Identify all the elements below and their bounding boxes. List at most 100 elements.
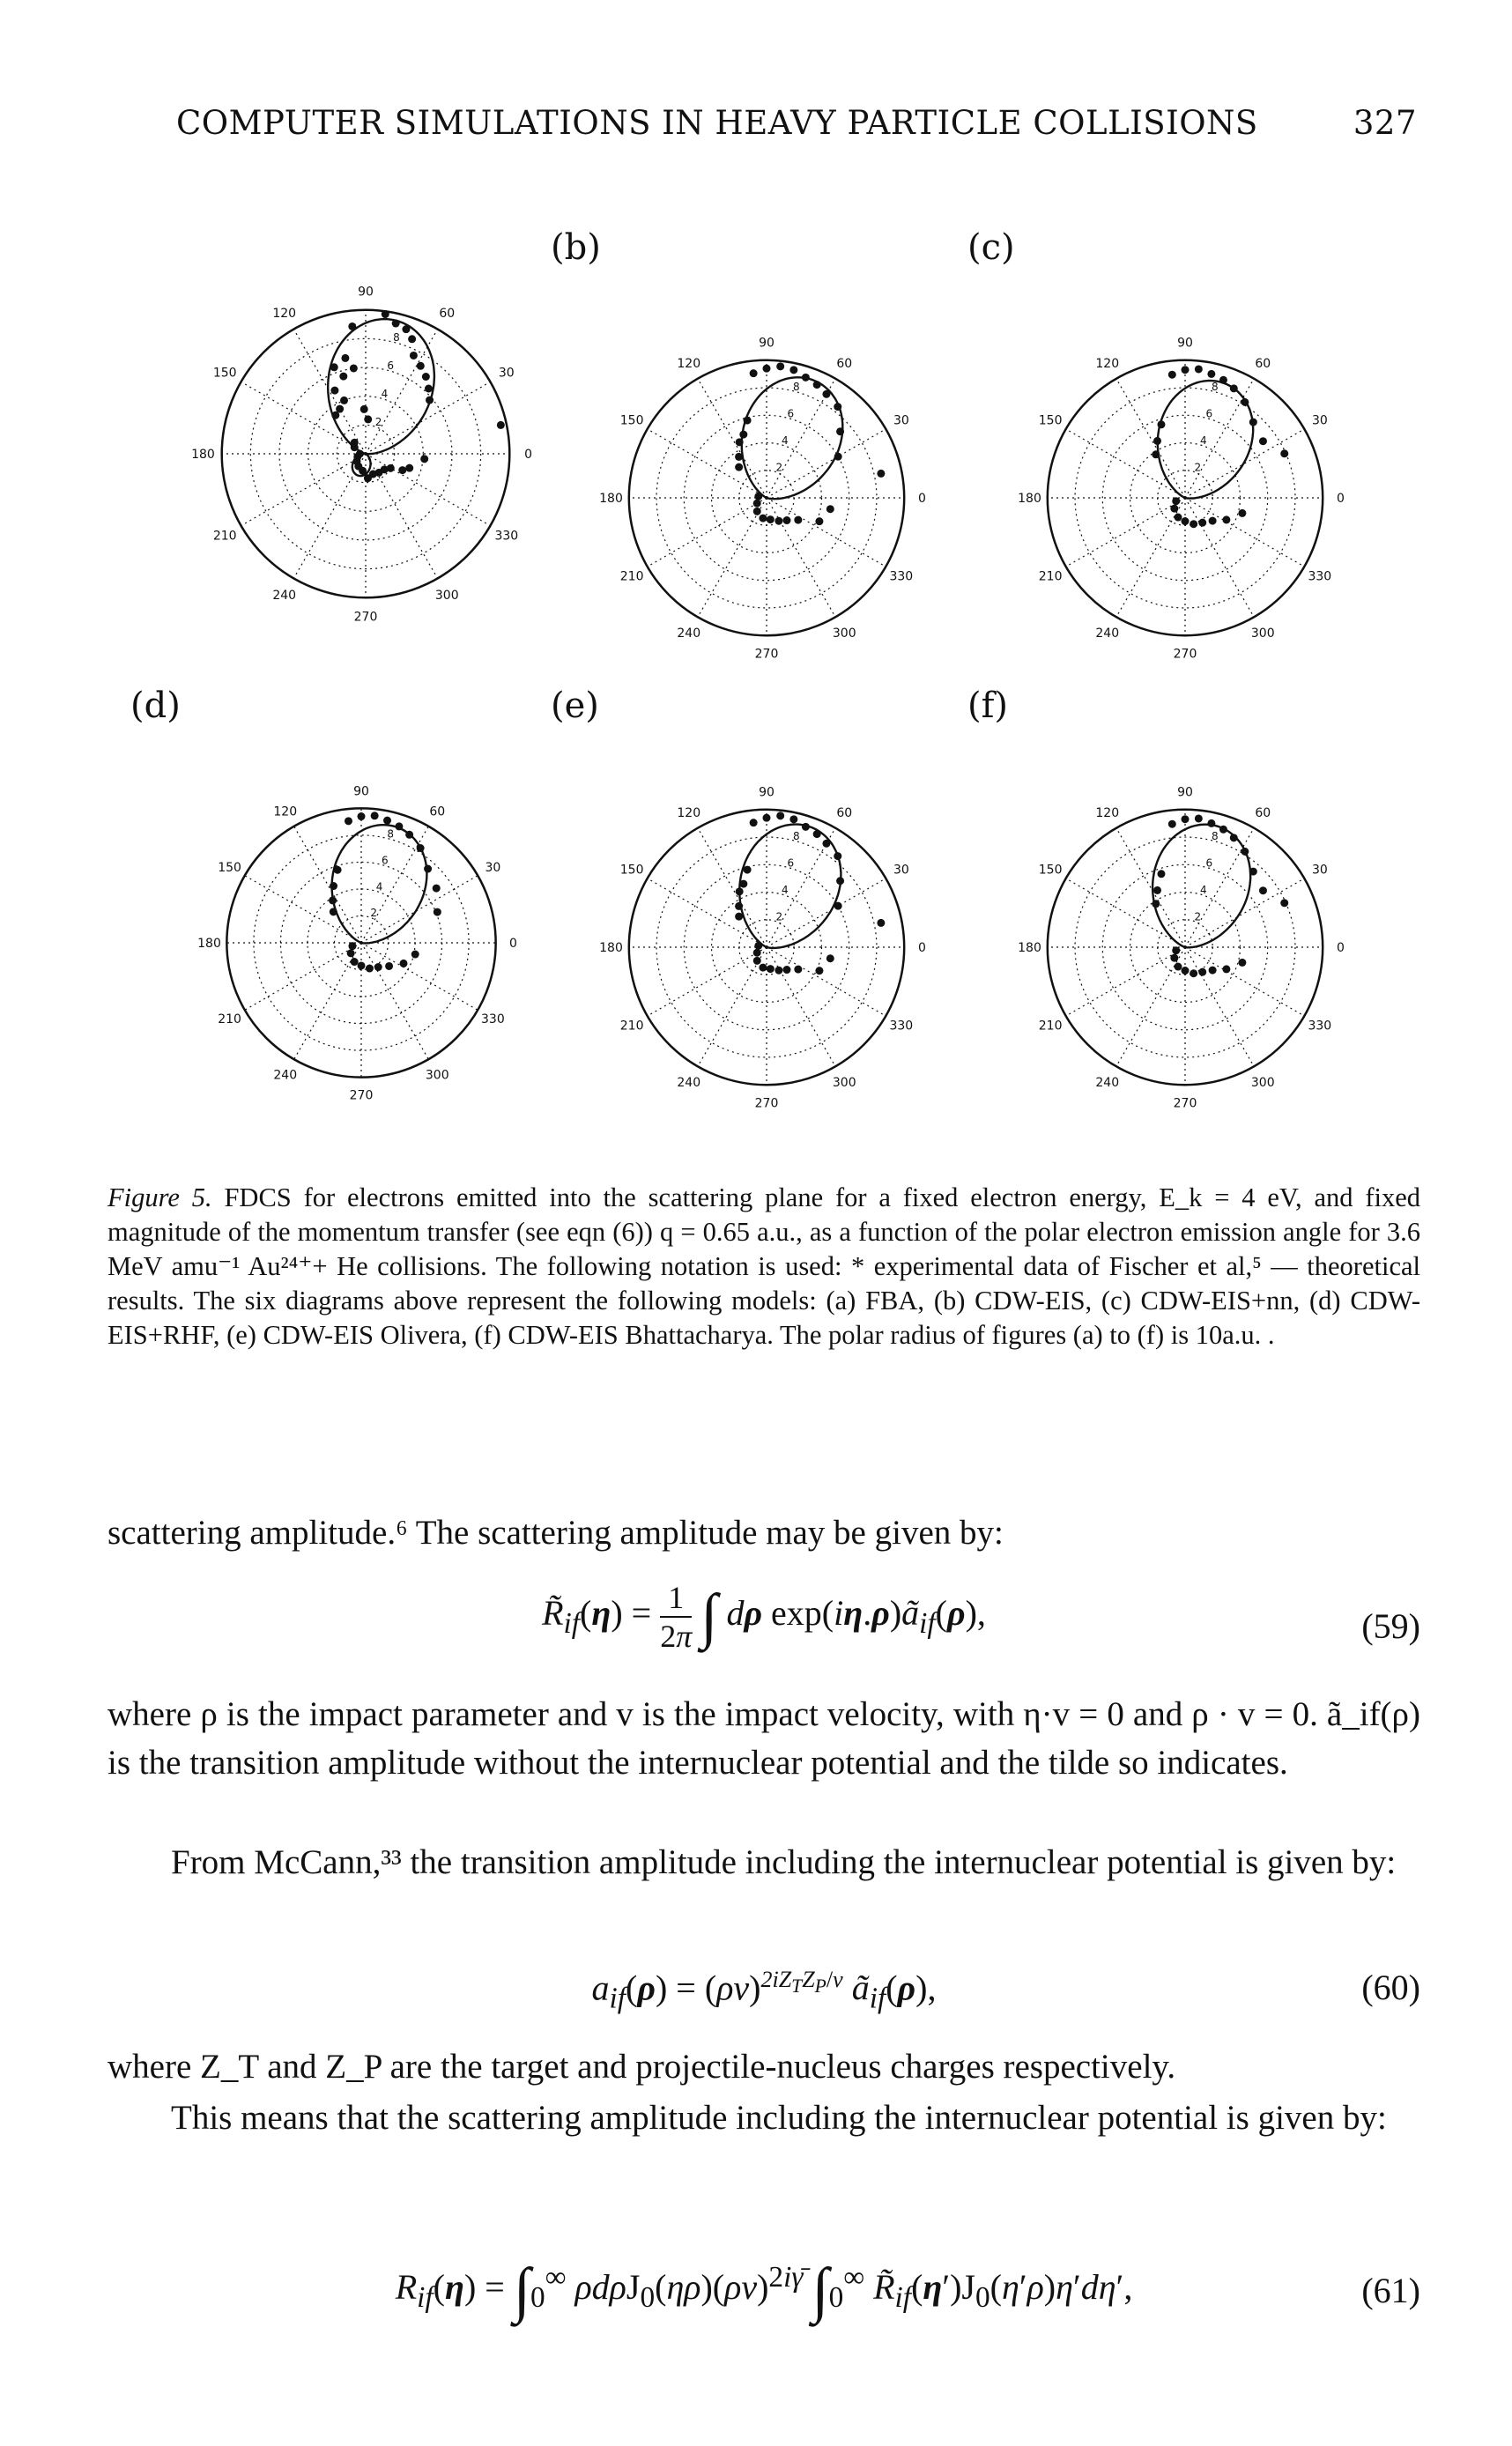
data-point (775, 966, 783, 975)
data-point (370, 812, 379, 820)
angle-tick-label: 270 (1174, 1097, 1197, 1111)
angle-tick-label: 0 (509, 937, 517, 951)
angle-tick-label: 240 (272, 589, 296, 603)
radial-tick-label: 2 (775, 461, 782, 473)
radial-tick-label: 6 (387, 359, 394, 372)
paragraph-4: where Z_T and Z_P are the target and pro… (107, 2048, 1176, 2086)
angle-tick-label: 240 (677, 626, 700, 641)
polar-spoke (647, 946, 767, 1017)
data-point (782, 966, 791, 975)
polar-spoke (1115, 946, 1186, 1067)
polar-spoke (1184, 378, 1255, 499)
data-point (834, 403, 842, 411)
data-point (383, 816, 392, 825)
data-point (836, 877, 845, 886)
theory-curve (327, 317, 436, 456)
data-point (336, 404, 345, 413)
data-point (363, 474, 372, 483)
angle-tick-label: 240 (677, 1076, 700, 1090)
angle-tick-label: 150 (218, 861, 241, 875)
polar-spoke (360, 942, 478, 1011)
data-point (1280, 449, 1289, 458)
paragraph-3: From McCann,³³ the transition amplitude … (171, 1843, 1397, 1881)
data-point (1219, 825, 1227, 834)
data-point (1238, 958, 1247, 967)
data-point (826, 954, 834, 963)
angle-tick-label: 0 (1337, 492, 1345, 506)
data-point (822, 389, 831, 398)
angle-tick-label: 210 (213, 529, 237, 543)
data-point (1152, 450, 1160, 459)
data-point (834, 901, 842, 910)
data-point (754, 492, 763, 500)
data-point (374, 963, 382, 972)
caption-label: Figure 5. (107, 1182, 212, 1212)
polar-spoke (360, 942, 429, 1060)
polar-ring (336, 424, 396, 484)
polar-spoke (766, 378, 836, 499)
polar-spoke (697, 497, 767, 618)
polar-spoke (647, 878, 767, 948)
angle-tick-label: 0 (1337, 941, 1345, 955)
radial-tick-label: 4 (782, 884, 789, 896)
angle-tick-label: 120 (677, 357, 700, 371)
data-point (826, 505, 834, 514)
angle-tick-label: 210 (620, 569, 644, 583)
data-point (405, 463, 414, 472)
angle-tick-label: 330 (481, 1012, 505, 1027)
radial-tick-label: 2 (775, 910, 782, 923)
equation-60-number: (60) (1361, 1968, 1420, 2007)
data-point (752, 948, 761, 957)
data-point (348, 322, 357, 330)
angle-tick-label: 60 (836, 806, 852, 820)
data-point (357, 812, 366, 821)
data-point (776, 362, 785, 371)
angle-tick-label: 210 (620, 1019, 644, 1033)
polar-spoke (697, 946, 767, 1067)
polar-spoke (1065, 946, 1186, 1017)
polar-spoke (766, 878, 886, 948)
angle-tick-label: 150 (620, 864, 644, 878)
data-point (743, 865, 752, 874)
panel-label-d: (d) (130, 686, 181, 726)
data-point (735, 901, 744, 910)
data-point (1167, 370, 1176, 379)
radial-tick-label: 8 (1212, 381, 1219, 393)
data-point (1229, 384, 1238, 393)
angle-tick-label: 300 (833, 1076, 856, 1090)
data-point (1249, 418, 1257, 426)
polar-spoke (1065, 878, 1186, 948)
radial-tick-label: 2 (1194, 461, 1201, 473)
angle-tick-label: 180 (599, 941, 623, 955)
data-point (1152, 900, 1160, 908)
angle-tick-label: 60 (429, 805, 445, 819)
data-point (1194, 814, 1203, 823)
polar-spoke (1065, 428, 1186, 499)
angle-tick-label: 30 (1312, 414, 1328, 428)
polar-spoke (697, 827, 767, 948)
data-point (386, 463, 395, 472)
equation-61: Rif(η) = ∫0∞ ρdρJ0(ηρ)(ρv)2iγ̄ ∫0∞ R̃if(… (107, 2229, 1420, 2344)
data-point (766, 515, 775, 524)
data-point (399, 959, 408, 967)
data-point (877, 469, 886, 478)
data-point (834, 852, 842, 861)
data-point (1174, 513, 1182, 522)
panel-label-e: (e) (551, 686, 599, 726)
polar-ring (710, 441, 823, 554)
angle-tick-label: 270 (1174, 648, 1197, 662)
angle-tick-label: 0 (918, 492, 926, 506)
data-point (749, 819, 758, 827)
polar-spoke (1184, 946, 1255, 1067)
angle-tick-label: 120 (677, 806, 700, 820)
angle-tick-label: 30 (893, 414, 909, 428)
data-point (1157, 870, 1166, 878)
angle-tick-label: 270 (755, 1097, 779, 1111)
polar-spoke (365, 453, 491, 527)
equation-60-expression: aif(ρ) = (ρv)2iZTZP/v ãif(ρ), (591, 1967, 937, 2015)
data-point (739, 430, 748, 439)
theory-curve (330, 824, 428, 945)
data-point (330, 882, 338, 891)
data-point (782, 516, 791, 525)
